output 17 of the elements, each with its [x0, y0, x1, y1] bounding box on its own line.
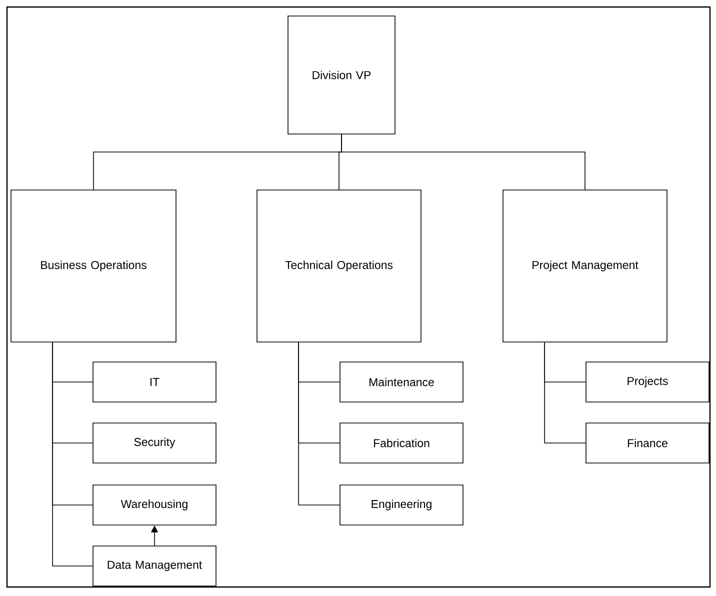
- unit-box: Security: [92, 422, 216, 464]
- connector-line: [52, 342, 93, 566]
- department-box: Technical Operations: [256, 190, 422, 342]
- unit-box: Engineering: [340, 484, 464, 526]
- department-box: Project Management: [502, 190, 668, 342]
- unit-box: Fabrication: [340, 422, 464, 464]
- unit-box: Projects: [586, 362, 710, 402]
- unit-box: Maintenance: [340, 362, 464, 402]
- connector-line: [298, 342, 340, 506]
- unit-box: Data Management: [92, 546, 216, 586]
- unit-box: Warehousing: [92, 484, 216, 526]
- org-box: Division VP: [288, 16, 396, 134]
- unit-box: IT: [92, 362, 216, 402]
- department-box: Business Operations: [10, 190, 176, 342]
- unit-box: Finance: [586, 422, 710, 464]
- connector-line: [341, 134, 586, 190]
- connector-line: [544, 342, 586, 444]
